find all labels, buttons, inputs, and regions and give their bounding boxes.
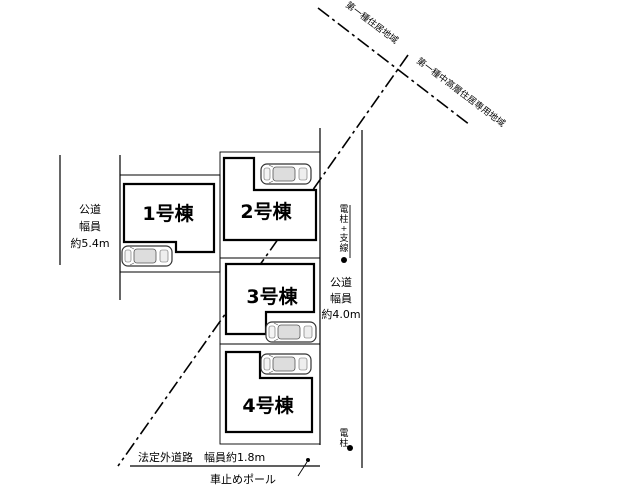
zoning-upper-label: 第一種住居地域 [343,0,401,46]
right-road-label-line3: 約4.0m [321,307,360,321]
zoning-boundary-line [317,7,471,126]
left-road-label-line2: 幅員 [79,220,101,233]
building-1-outline [122,182,216,254]
right-road-label-line1: 公道 [330,275,352,289]
left-road-label-line3: 約5.4m [70,236,109,250]
pole-label-char: 柱 [339,437,348,449]
building-1-label: 1号棟 [142,202,194,225]
bollard-label: 車止めポール [210,472,276,486]
bollard-leader-line [297,461,308,477]
car-icon [265,321,317,343]
pole-guy-label-char: 電 [339,204,348,215]
building-3-outline [224,262,316,336]
car-icon [260,353,312,375]
pole-guy-label-char: 柱 [339,213,348,225]
pole-guy-label-char: + [341,224,348,233]
car-icon [260,163,312,185]
building-3-label: 3号棟 [246,285,298,308]
building-2-label: 2号棟 [240,200,292,223]
pole-guy-label-char: 支 [339,232,348,244]
left-road-label-line1: 公道 [79,202,101,216]
building-2-outline [222,156,318,242]
pole-label-char: 電 [339,428,348,439]
building-4-label: 4号棟 [242,394,294,417]
diagonal-boundary-line [117,54,409,467]
pole-guy-label-char: 線 [339,242,348,254]
bottom-road-label: 法定外道路 幅員約1.8m [138,450,265,464]
building-4-outline [224,350,314,434]
utility-pole-icon [341,257,347,263]
lot-4-boundary [219,343,321,445]
bollard-icon [306,458,310,462]
car-icon [121,245,173,267]
utility-pole-icon [347,445,353,451]
right-road-label-line2: 幅員 [330,292,352,305]
